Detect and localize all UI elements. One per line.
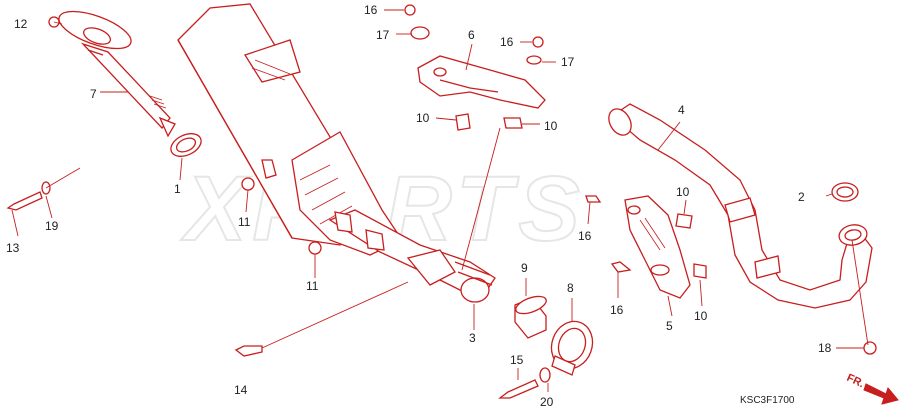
- callout-14: 14: [234, 383, 248, 397]
- callout-20: 20: [540, 395, 554, 409]
- front-arrow-icon: [863, 383, 899, 405]
- callout-16a: 16: [364, 3, 378, 17]
- callout-17b: 17: [561, 55, 575, 69]
- callout-10d: 10: [694, 309, 708, 323]
- callout-12: 12: [14, 17, 28, 31]
- callout-3: 3: [469, 331, 476, 345]
- callout-11a: 11: [238, 215, 251, 229]
- callout-16c: 16: [578, 229, 592, 243]
- part-2-gasket: [831, 182, 859, 202]
- callout-10a: 10: [416, 111, 430, 125]
- part-1-gasket: [170, 133, 202, 157]
- callout-17a: 17: [376, 28, 390, 42]
- callout-9: 9: [521, 261, 528, 275]
- callout-4: 4: [678, 103, 685, 117]
- part-9-sleeve: [514, 295, 547, 339]
- callout-11b: 11: [306, 279, 319, 293]
- callout-16d: 16: [610, 303, 624, 317]
- part-3-muffler-clamp: [406, 249, 493, 303]
- callout-2: 2: [798, 190, 805, 204]
- callout-18: 18: [818, 341, 832, 355]
- callout-8: 8: [567, 281, 574, 295]
- fastener-bolts: [6, 4, 877, 399]
- callout-10c: 10: [676, 185, 690, 199]
- callout-16b: 16: [500, 35, 514, 49]
- part-6-heat-shield: [417, 55, 546, 109]
- callout-1: 1: [174, 182, 181, 196]
- part-4-exhaust-pipe: [608, 103, 873, 309]
- muffler-body: [177, 3, 496, 301]
- drawing-code: KSC3F1700: [740, 395, 795, 406]
- part-7-tail-pipe: [58, 10, 176, 138]
- part-11-nuts: [241, 177, 322, 255]
- callout-labels: 12 7 1 13 19 11 11 14 3 9 8 15 20 16 17 …: [6, 3, 832, 409]
- callout-13: 13: [6, 241, 20, 255]
- front-direction-indicator: FR.: [845, 372, 899, 405]
- callout-15: 15: [510, 353, 524, 367]
- leader-lines: [11, 9, 869, 392]
- callout-5: 5: [666, 319, 673, 333]
- front-label: FR.: [845, 372, 866, 390]
- part-10-bracket-clips: [455, 113, 707, 279]
- callout-7: 7: [90, 87, 97, 101]
- callout-19: 19: [45, 219, 59, 233]
- part-8-band-clamp: [550, 320, 594, 376]
- part-5-pipe-guard: [624, 195, 691, 299]
- callout-10b: 10: [544, 119, 558, 133]
- callout-6: 6: [468, 28, 475, 42]
